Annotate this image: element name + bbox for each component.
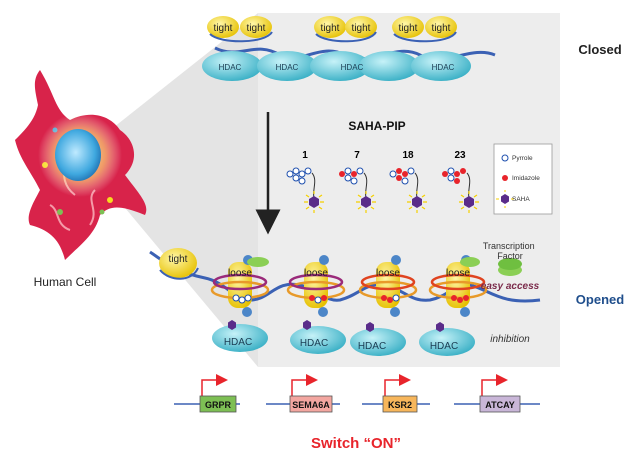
gene-label: SEMA6A [292,400,330,410]
hdac-label: HDAC [219,63,242,72]
tight-nucleosome [207,16,239,38]
tight-label: tight [214,23,233,34]
bound-saha-pip [228,294,469,332]
hdac-label: HDAC [430,341,458,352]
tight-nucleosome [392,16,424,38]
hdac-label: HDAC [341,63,364,72]
tight-nucleosome [425,16,457,38]
tight-label: tight [432,23,451,34]
legend-label: Pyrrole [512,155,533,162]
hdac-closed [202,51,262,81]
hdac-label: HDAC [224,337,252,348]
tight-nucleosome [159,248,197,278]
tight-label: tight [321,23,340,34]
saha-pip-molecules [286,167,479,213]
loose-label: loose [376,268,400,279]
loose-label: loose [446,268,470,279]
hdac-closed [257,51,317,81]
transcription-factor-icon [498,258,522,276]
human-cell [15,70,147,260]
variant-label: 23 [454,150,466,161]
hdac-label: HDAC [276,63,299,72]
tf-label-text: Transcription [483,241,535,251]
tight-label: tight [247,23,266,34]
gene-track: GRPR SEMA6A KSR2 ATCAY [174,374,540,413]
switch-on-label: Switch “ON” [311,435,401,452]
pyrrole-icon [501,154,509,162]
hdac-closed [310,51,370,81]
tf-label-text: Factor [497,251,523,261]
variant-label: 7 [354,150,360,161]
loose-label: loose [304,268,328,279]
opened-chromatin: tight HDAC loose HDAC loose HDA [149,241,541,356]
saha-icon [496,190,514,208]
tight-label: tight [399,23,418,34]
tight-nucleosome [314,16,346,38]
opened-label: Opened [576,292,624,307]
legend-label: Imidazole [512,175,540,182]
imidazole-icon [502,175,508,181]
gene-box: SEMA6A [289,374,333,413]
gene-box: GRPR [199,374,237,413]
variant-label: 18 [402,150,414,161]
legend-label: SAHA [512,196,530,203]
gene-label: GRPR [205,400,232,410]
hdac-closed [359,51,419,81]
hdac-label: HDAC [358,341,386,352]
cell-label: Human Cell [34,275,97,289]
gene-box: ATCAY [479,374,521,413]
inhibition-label: inhibition [490,334,530,345]
gene-box: KSR2 [382,374,418,413]
hdac-label: HDAC [300,338,328,349]
hdac-closed [411,51,471,81]
compound-title: SAHA-PIP [348,119,405,133]
loose-label: loose [228,268,252,279]
variant-label: 1 [302,150,308,161]
nucleus [55,129,101,181]
gene-label: ATCAY [485,400,515,410]
tight-label: tight [352,23,371,34]
tight-nucleosome [240,16,272,38]
hdac-label: HDAC [432,63,455,72]
zoom-funnel [85,13,258,367]
tight-label: tight [169,254,188,265]
closed-label: Closed [578,42,621,57]
gene-label: KSR2 [388,400,412,410]
easy-access-label: easy access [481,281,540,292]
closed-chromatin: tight tight tight tight tight tight HDAC… [202,16,496,81]
tight-nucleosome [345,16,377,38]
legend: Pyrrole Imidazole SAHA [493,143,553,215]
tf-label: Transcription Factor [483,241,537,261]
loose-nucleosome: HDAC loose [210,255,270,352]
